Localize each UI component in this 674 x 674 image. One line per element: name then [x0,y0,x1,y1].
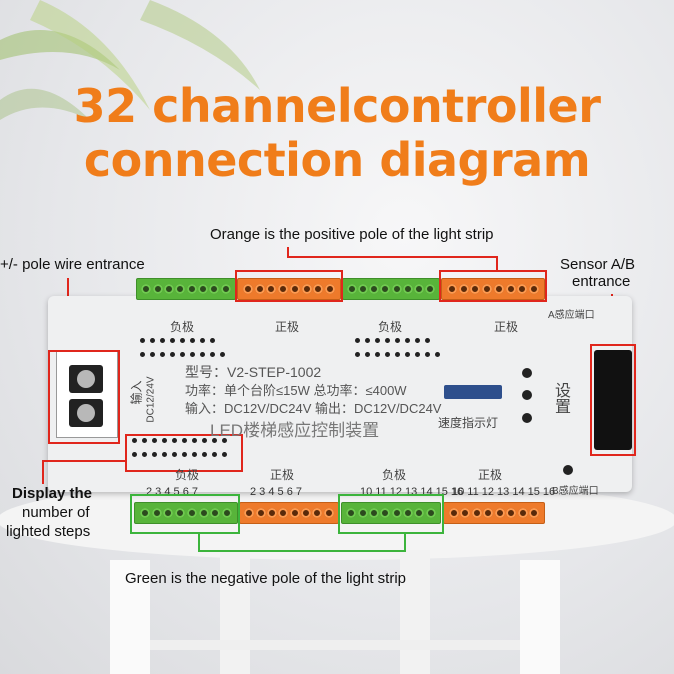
power-text: 功率：单个台阶≤15W 总功率：≤400W [185,383,407,398]
bottom-terminal-positive-2 [443,502,545,524]
setting-label: 设置 [552,382,569,414]
orange-terminal-highlight-1 [235,270,343,302]
top-terminal-positive-1 [237,278,341,300]
led-dots-row [140,338,215,343]
display-connector [42,460,44,484]
sensor-entrance-note-1: Sensor A/B [560,256,636,273]
display-connector [42,460,126,462]
plant-leaves-image [0,0,260,120]
speed-indicator-label: 速度指示灯 [438,416,499,430]
display-steps-note-3: lighted steps [6,523,91,540]
green-note-connector [404,534,406,552]
orange-note-connector [496,256,498,270]
button-hole [522,413,532,423]
button-hole [522,390,532,400]
display-steps-note-2: number of [22,504,90,521]
green-terminal-highlight-1 [130,494,240,534]
sensor-b-port-label: B感应端口 [552,486,599,497]
green-note-connector [198,534,200,552]
bottom-numbers-2: 2 3 4 5 6 7 [250,486,302,498]
sensor-port-highlight [590,344,636,456]
display-steps-note-1: Display the [12,485,93,502]
sensor-a-port-label: A感应端口 [548,310,595,321]
orange-note-connector [287,256,497,258]
top-negative-label-2: 负极 [378,320,403,334]
button-hole [522,368,532,378]
top-terminal-positive-2 [441,278,545,300]
bottom-terminal-positive-1 [239,502,339,524]
controller-board [48,296,632,492]
bottom-positive-label-1: 正极 [270,468,295,482]
led-dots-row [355,352,440,357]
button-hole [563,465,573,475]
step-display-highlight [125,434,243,472]
bottom-terminal-negative-1 [134,502,238,524]
green-note-connector [198,550,406,552]
bottom-negative-label-1: 负极 [175,468,200,482]
orange-note-connector [287,247,289,257]
top-positive-label-1: 正极 [275,320,300,334]
speed-indicator-display [444,385,502,399]
input-label: 输入 [129,380,144,405]
top-positive-label-2: 正极 [494,320,519,334]
pole-wire-entrance-note: +/- pole wire entrance [0,256,145,273]
sensor-port [594,350,632,450]
orange-positive-note: Orange is the positive pole of the light… [210,226,494,243]
bottom-terminal-negative-2 [341,502,441,524]
title-line-1: 32 channelcontroller [73,79,601,133]
led-dots-row [355,338,430,343]
title-line-2: connection diagram [83,133,591,187]
top-terminal-negative-1 [136,278,236,300]
bottom-negative-label-2: 负极 [382,468,407,482]
led-dots-row [140,352,225,357]
power-terminal-highlight [48,350,120,444]
model-text: 型号：V2-STEP-1002 [185,364,322,380]
input-voltage-label: DC12/24V [145,376,157,423]
device-name: LED楼梯感应控制装置 [210,421,380,440]
green-terminal-highlight-2 [338,494,444,534]
green-negative-note: Green is the negative pole of the light … [125,570,407,587]
io-text: 输入：DC12V/DC24V 输出：DC12V/DC24V [185,401,442,416]
sensor-entrance-note-2: entrance [572,273,631,290]
bottom-positive-label-2: 正极 [478,468,503,482]
orange-terminal-highlight-2 [439,270,547,302]
top-negative-label-1: 负极 [170,320,195,334]
top-terminal-negative-2 [342,278,440,300]
step-display-dots [132,452,227,457]
bottom-numbers-4: 10 11 12 13 14 15 16 [452,486,556,498]
step-display-dots [132,438,227,443]
